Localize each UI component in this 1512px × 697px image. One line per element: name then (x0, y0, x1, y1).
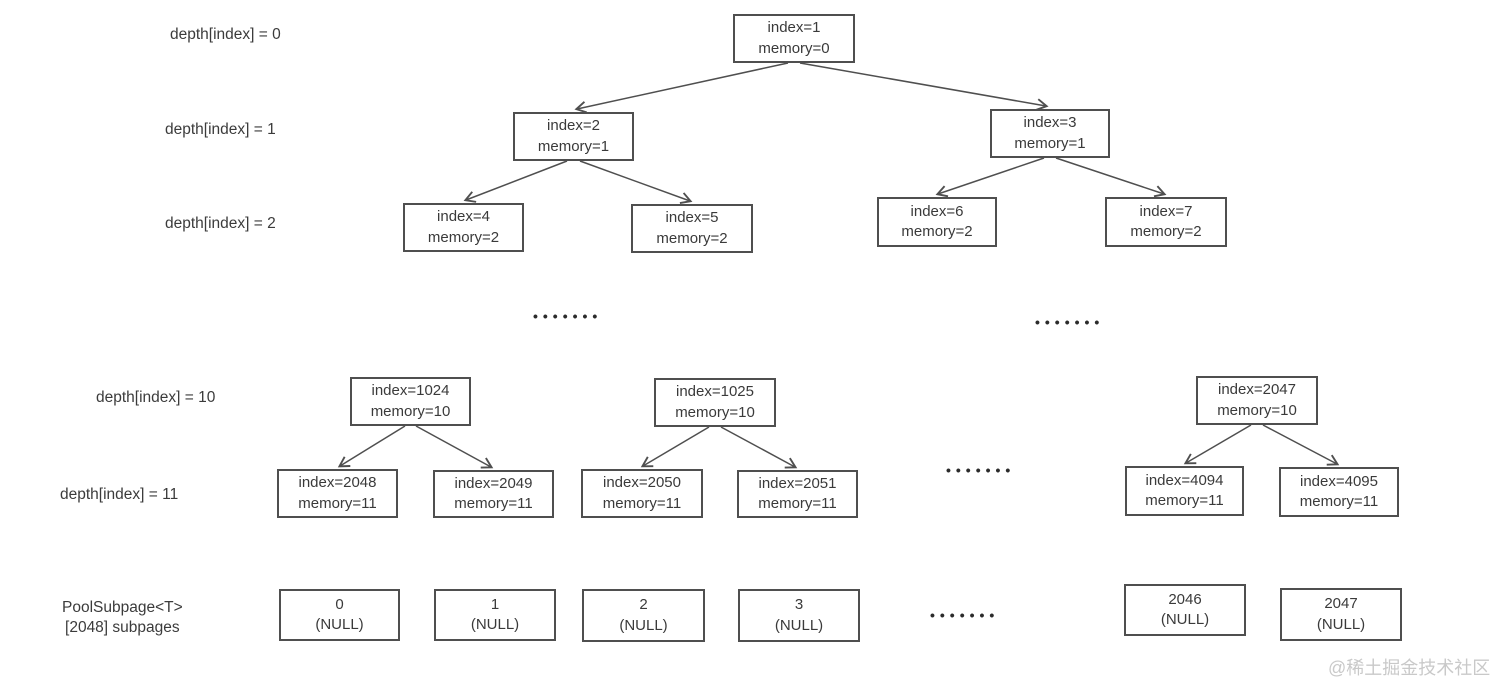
tree-node-index-3: index=3 memory=1 (990, 109, 1110, 158)
node-memory: memory=10 (675, 403, 755, 421)
node-index: index=2049 (454, 474, 533, 492)
tree-node-index-2049: index=2049 memory=11 (433, 470, 554, 518)
node-memory: memory=0 (758, 39, 830, 57)
node-index: index=2 (547, 117, 600, 135)
node-memory: memory=2 (656, 229, 728, 247)
subpage-index: 3 (794, 596, 804, 614)
node-memory: memory=11 (602, 494, 682, 512)
row-label-depth-10: depth[index] = 10 (96, 389, 216, 406)
row-label-depth-2: depth[index] = 2 (165, 215, 276, 232)
tree-node-index-5: index=5 memory=2 (631, 204, 753, 253)
subpage-index: 0 (335, 595, 344, 613)
node-memory: memory=11 (758, 495, 837, 512)
subpage-index: 1 (490, 595, 500, 613)
subpage-value: (NULL) (619, 616, 668, 634)
tree-node-index-4095: index=4095 memory=11 (1279, 467, 1399, 517)
node-memory: memory=11 (1145, 492, 1224, 509)
tree-node-index-4: index=4 memory=2 (403, 203, 524, 252)
row-label-depth-0: depth[index] = 0 (170, 26, 281, 43)
tree-node-index-2051: index=2051 memory=11 (737, 470, 858, 518)
subpage-index: 2047 (1324, 595, 1358, 613)
node-index: index=7 (1139, 202, 1193, 220)
node-memory: memory=11 (454, 495, 533, 512)
tree-node-index-2050: index=2050 memory=11 (581, 469, 703, 518)
watermark: @稀土掘金技术社区 (1328, 658, 1491, 678)
subpage-box-2: 2 (NULL) (582, 589, 705, 642)
row-label-depth-1: depth[index] = 1 (165, 121, 276, 138)
node-memory: memory=10 (370, 402, 451, 420)
subpage-value: (NULL) (774, 616, 824, 634)
node-index: index=2051 (758, 474, 837, 492)
ellipsis-left-tree: ••••••• (533, 308, 603, 324)
node-index: index=1024 (371, 382, 450, 400)
ellipsis-right-tree: ••••••• (1035, 314, 1105, 330)
tree-node-index-6: index=6 memory=2 (877, 197, 997, 247)
tree-node-index-4094: index=4094 memory=11 (1125, 466, 1244, 516)
node-memory: memory=10 (1217, 401, 1297, 419)
tree-node-index-2: index=2 memory=1 (513, 112, 634, 161)
subpage-value: (NULL) (1316, 615, 1366, 633)
node-memory: memory=11 (298, 494, 377, 512)
subpage-box-1: 1 (NULL) (434, 589, 556, 641)
node-index: index=5 (665, 209, 719, 227)
tree-node-index-1: index=1 memory=0 (733, 14, 855, 63)
subpage-box-2047: 2047 (NULL) (1280, 588, 1402, 641)
node-memory: memory=11 (1299, 493, 1379, 510)
poolsubpage-label-line1: PoolSubpage<T> (62, 599, 183, 616)
row-label-depth-11: depth[index] = 11 (60, 486, 179, 503)
ellipsis-depth-11: ••••••• (946, 462, 1016, 478)
ellipsis-subpages: ••••••• (930, 607, 1000, 623)
tree-node-index-1025: index=1025 memory=10 (654, 378, 776, 427)
tree-node-index-2048: index=2048 memory=11 (277, 469, 398, 518)
node-index: index=4094 (1145, 471, 1224, 489)
tree-node-index-7: index=7 memory=2 (1105, 197, 1227, 247)
node-index: index=2048 (298, 474, 377, 492)
subpage-index: 2 (639, 596, 648, 614)
subpage-index: 2046 (1168, 590, 1202, 608)
subpage-box-2046: 2046 (NULL) (1124, 584, 1246, 636)
subpage-box-3: 3 (NULL) (738, 589, 860, 642)
tree-node-index-2047: index=2047 memory=10 (1196, 376, 1318, 425)
node-index: index=1 (767, 19, 821, 37)
subpage-value: (NULL) (470, 616, 520, 633)
subpage-value: (NULL) (315, 616, 364, 633)
node-memory: memory=2 (427, 228, 500, 246)
node-memory: memory=1 (537, 137, 610, 155)
node-index: index=2050 (603, 474, 681, 492)
node-index: index=6 (910, 202, 964, 220)
subpage-box-0: 0 (NULL) (279, 589, 400, 641)
node-index: index=1025 (676, 383, 754, 401)
node-memory: memory=1 (1014, 134, 1086, 152)
subpage-value: (NULL) (1160, 611, 1210, 628)
row-label-poolsubpage: PoolSubpage<T> [2048] subpages (62, 598, 183, 638)
node-index: index=3 (1023, 114, 1077, 132)
node-index: index=4 (437, 208, 490, 226)
node-index: index=4095 (1300, 472, 1378, 490)
node-memory: memory=2 (901, 223, 973, 240)
poolsubpage-label-line2: [2048] subpages (65, 618, 180, 636)
node-index: index=2047 (1218, 381, 1296, 399)
tree-node-index-1024: index=1024 memory=10 (350, 377, 471, 426)
node-memory: memory=2 (1130, 223, 1202, 240)
